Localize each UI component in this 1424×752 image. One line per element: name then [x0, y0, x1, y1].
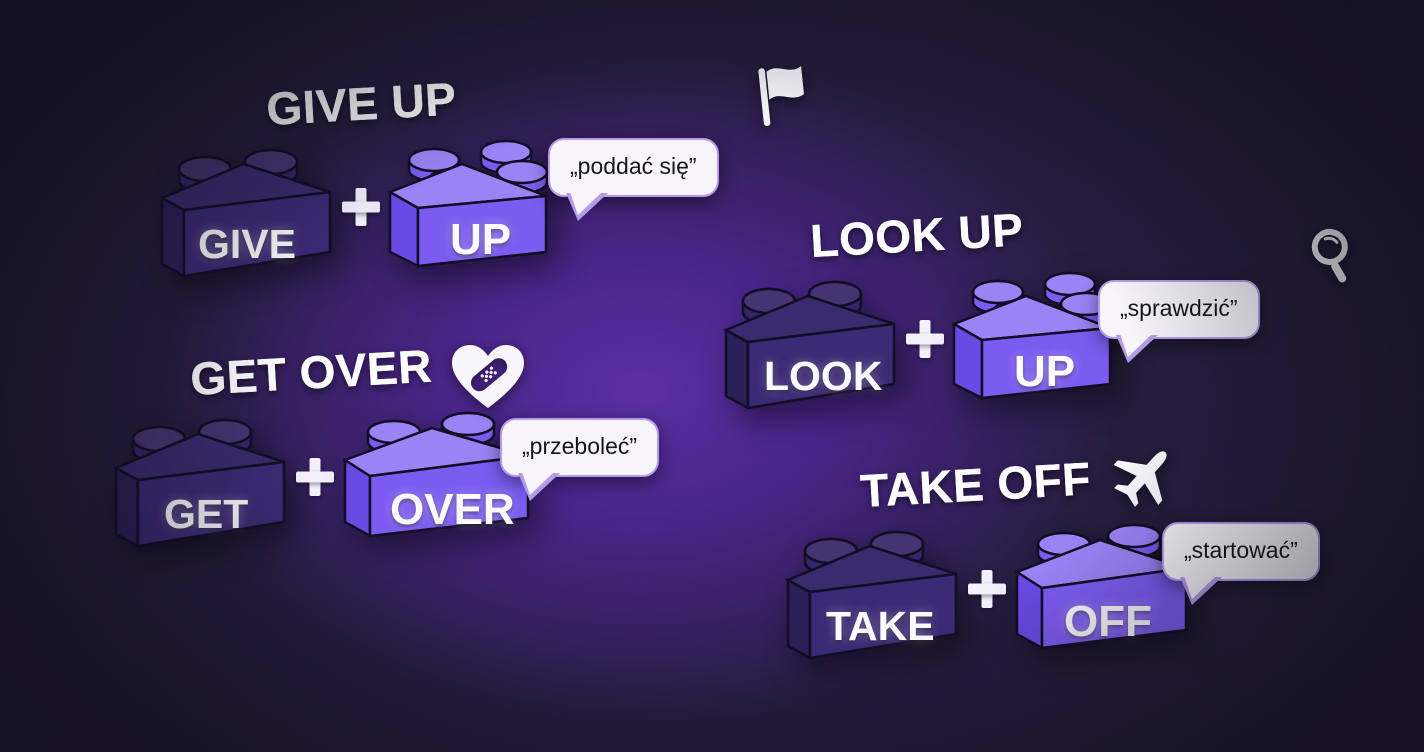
brick-take: TAKE — [784, 524, 960, 661]
translation-bubble: „poddać się” — [548, 138, 719, 221]
group-heading: LOOK UP — [809, 203, 1025, 268]
bubble-tail — [1116, 334, 1158, 363]
plus-operator — [964, 566, 1010, 612]
brick-up: UP — [387, 138, 550, 278]
plus-operator — [902, 316, 948, 362]
translation-text: „poddać się” — [570, 153, 697, 179]
translation-bubble: „sprawdzić” — [1098, 280, 1260, 363]
brick-get: GET — [112, 412, 288, 549]
bubble-tail — [518, 472, 560, 501]
brick-row: LOOK — [722, 270, 1114, 411]
brick-row: TAKE OFF — [784, 520, 1190, 661]
plus-operator — [338, 184, 384, 230]
brick-look: LOOK — [722, 274, 898, 411]
bandaged-heart-icon — [449, 342, 527, 412]
translation-text: „przeboleć” — [522, 433, 638, 459]
magnifying-glass-icon — [1300, 222, 1368, 290]
translation-bubble: „przeboleć” — [500, 418, 660, 501]
bubble-tail — [1180, 576, 1222, 605]
group-heading: GIVE UP — [265, 72, 458, 136]
translation-text: „startować” — [1184, 537, 1298, 563]
group-heading: TAKE OFF — [859, 452, 1093, 518]
translation-bubble: „startować” — [1162, 522, 1320, 605]
plus-operator — [292, 454, 338, 500]
brick-give: GIVE — [158, 142, 334, 279]
group-heading: GET OVER — [189, 339, 434, 406]
translation-text: „sprawdzić” — [1120, 295, 1238, 321]
white-flag-icon — [750, 60, 820, 130]
airplane-icon — [1108, 440, 1180, 512]
brick-up: UP — [951, 270, 1114, 410]
brick-row: GIVE — [158, 138, 550, 279]
brick-row: GET OVER — [112, 408, 532, 549]
bubble-tail — [566, 192, 608, 221]
